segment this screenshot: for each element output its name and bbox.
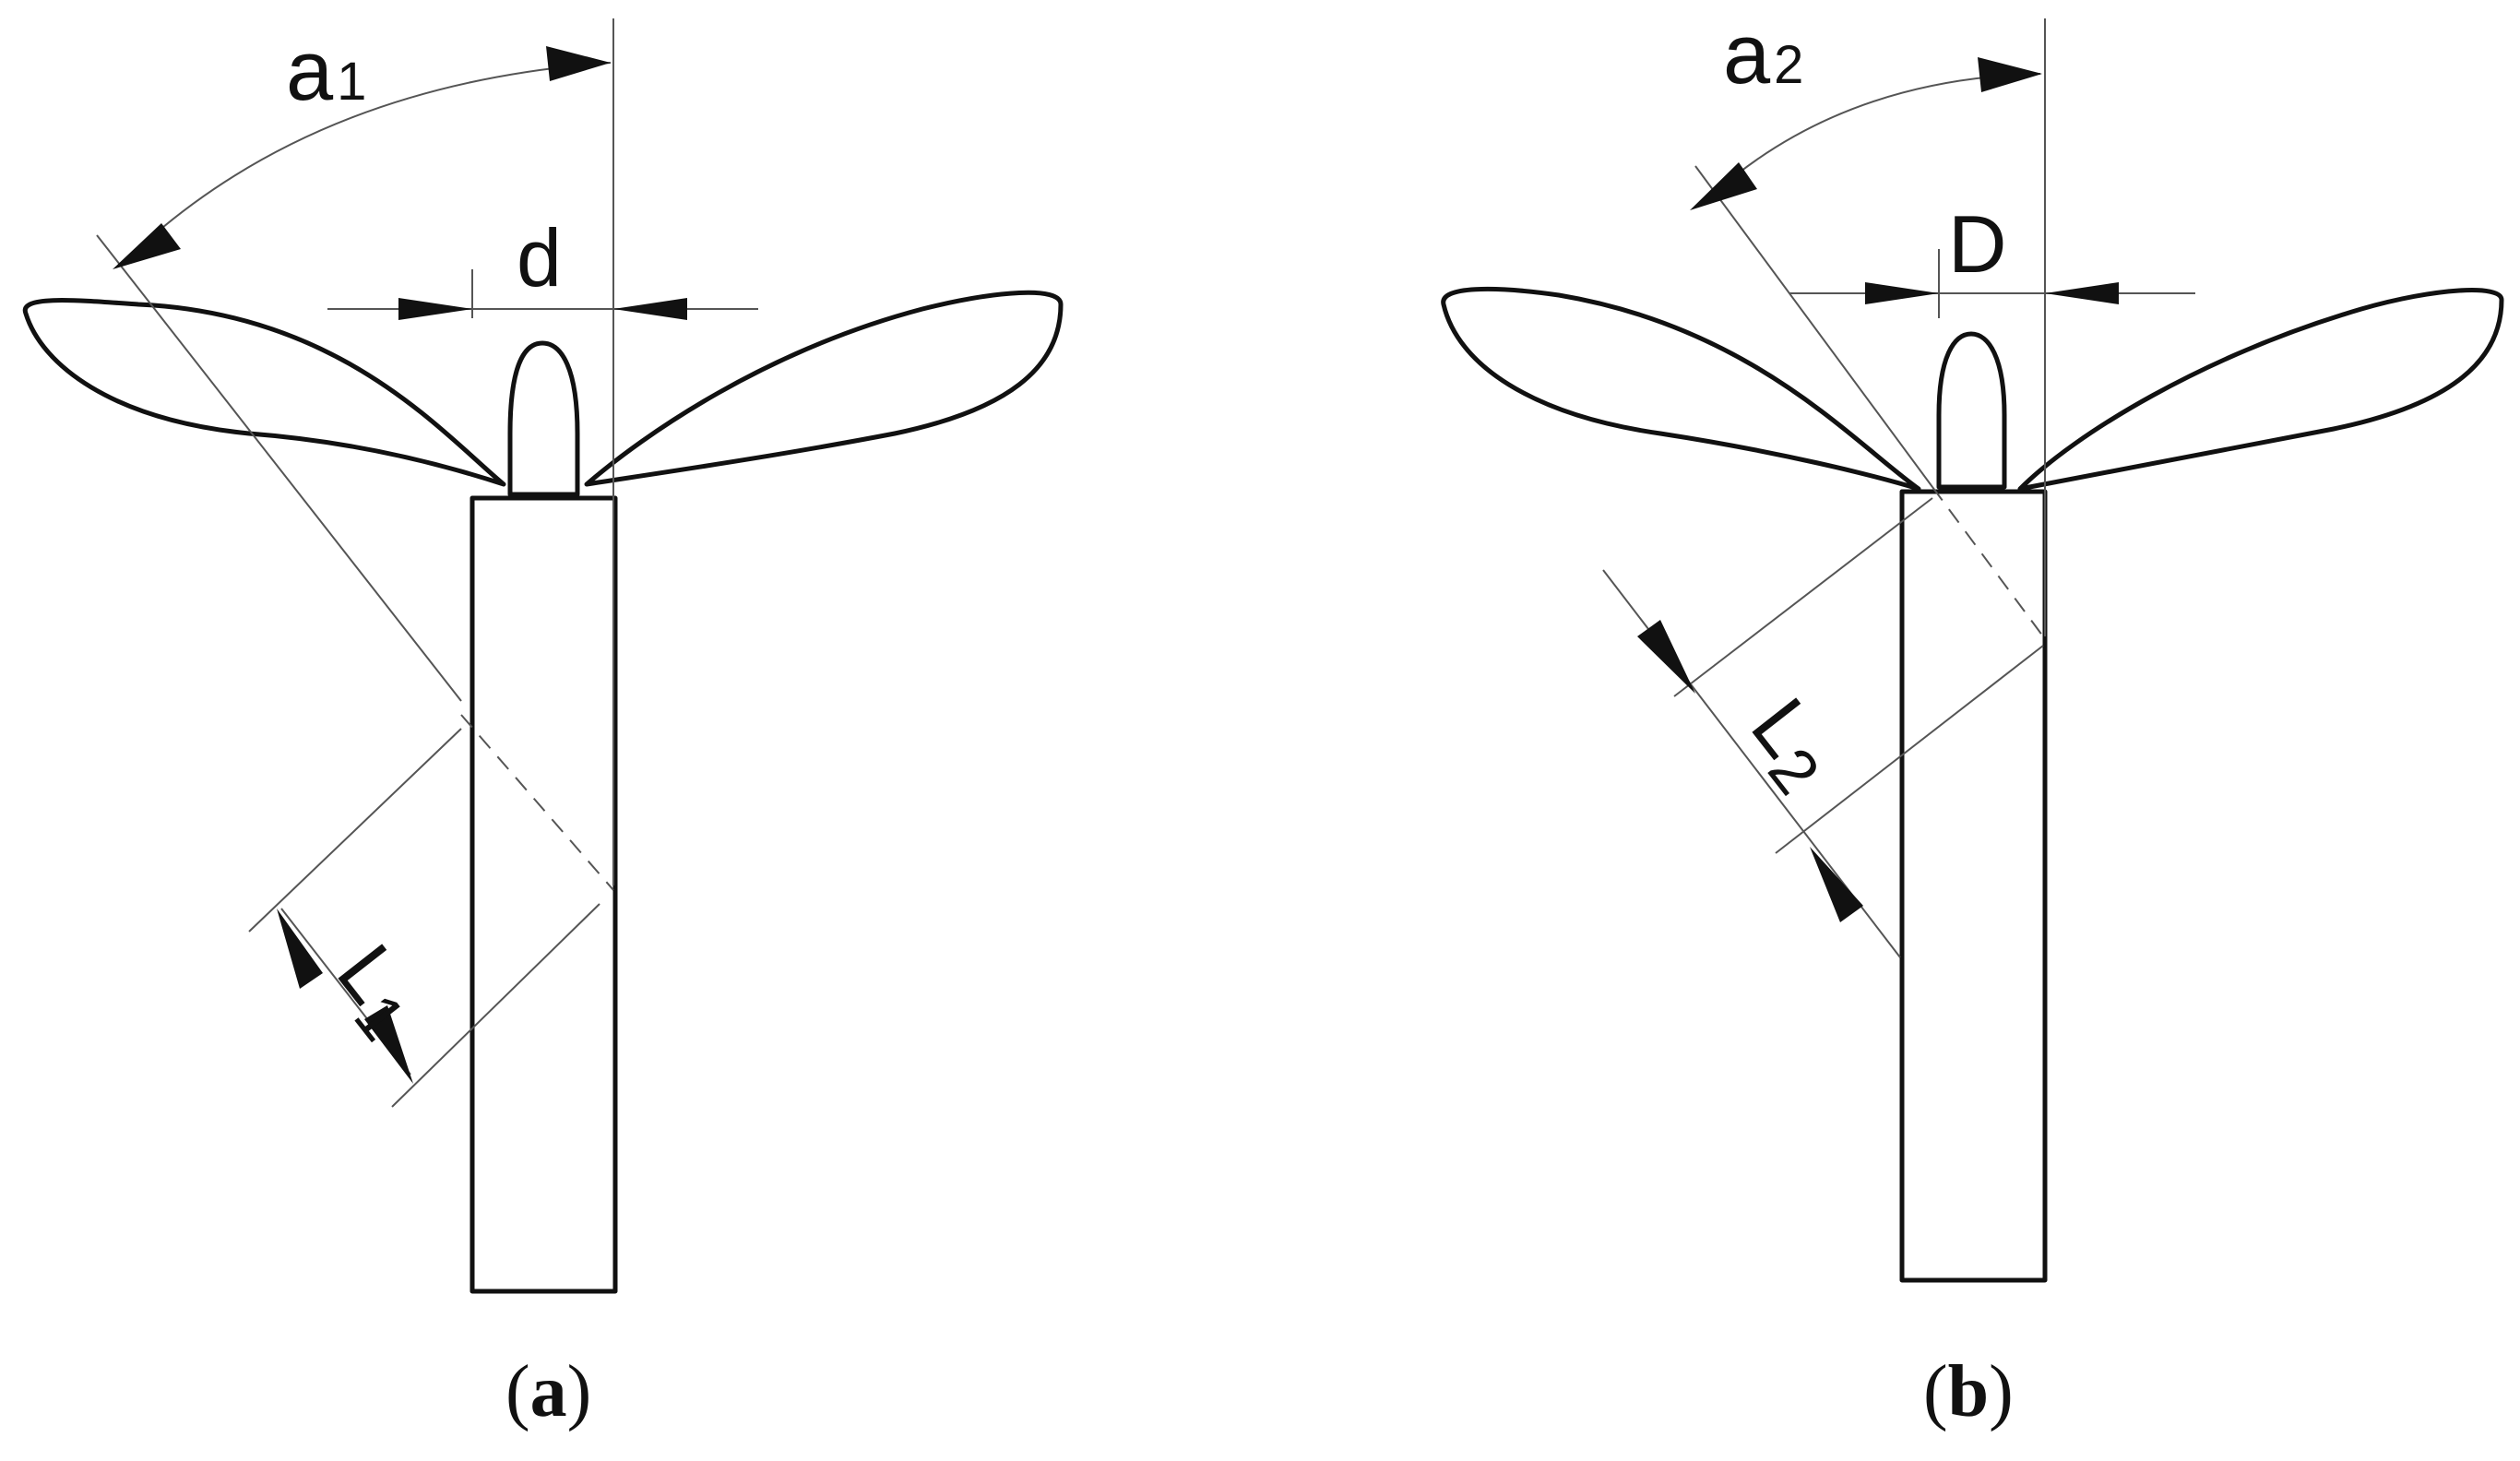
left-petal-a [22, 298, 506, 487]
angle-arc-a [142, 62, 612, 245]
angle-arrow-right-b [1978, 57, 2042, 92]
length-ext-top-a [248, 728, 462, 932]
length-ext-top-b [1673, 497, 1933, 697]
length-ext-bottom-a [391, 903, 600, 1108]
angle-arrow-right-a [546, 46, 611, 81]
left-petal-b [1441, 286, 1921, 492]
dashed-ext-b [1932, 486, 2044, 637]
angle-label-a: a1 [286, 24, 366, 118]
svg-text:L1: L1 [313, 928, 442, 1053]
stem-b [1899, 489, 2048, 1283]
angle-arrow-left-a [113, 223, 181, 269]
panel-a: a1 d L1 (a) [22, 18, 1064, 1432]
central-bud-a [507, 340, 580, 497]
right-petal-a [584, 290, 1064, 487]
central-bud-b [1936, 331, 2007, 490]
svg-text:L2: L2 [1727, 682, 1856, 807]
width-arrow-left-b [1865, 282, 1939, 304]
length-arrow-bottom-b [1810, 847, 1863, 922]
angle-arrow-left-b [1690, 162, 1757, 210]
width-arrow-right-a [613, 298, 687, 320]
dashed-ext-a [460, 714, 614, 891]
caption-a: (a) [505, 1351, 591, 1432]
length-arrow-top-b [1637, 620, 1695, 694]
angle-label-b: a2 [1723, 7, 1803, 101]
width-label-a: d [517, 212, 562, 303]
width-arrow-left-a [398, 298, 472, 320]
length-arrow-bottom-a [364, 1005, 413, 1084]
angle-ref-line-a [96, 234, 462, 702]
angle-ref-line-b [1694, 165, 1933, 488]
length-ext-bottom-b [1775, 645, 2044, 854]
right-petal-b [2017, 288, 2504, 492]
length-label-b: L2 [1727, 682, 1856, 807]
width-arrow-right-b [2045, 282, 2119, 304]
caption-b: (b) [1923, 1351, 2014, 1432]
width-label-b: D [1948, 198, 2007, 290]
stem-a [470, 495, 618, 1294]
length-arrow-top-a [277, 909, 323, 989]
length-label-a: L1 [313, 928, 442, 1053]
panel-b: a2 D L2 (b) [1441, 7, 2504, 1432]
